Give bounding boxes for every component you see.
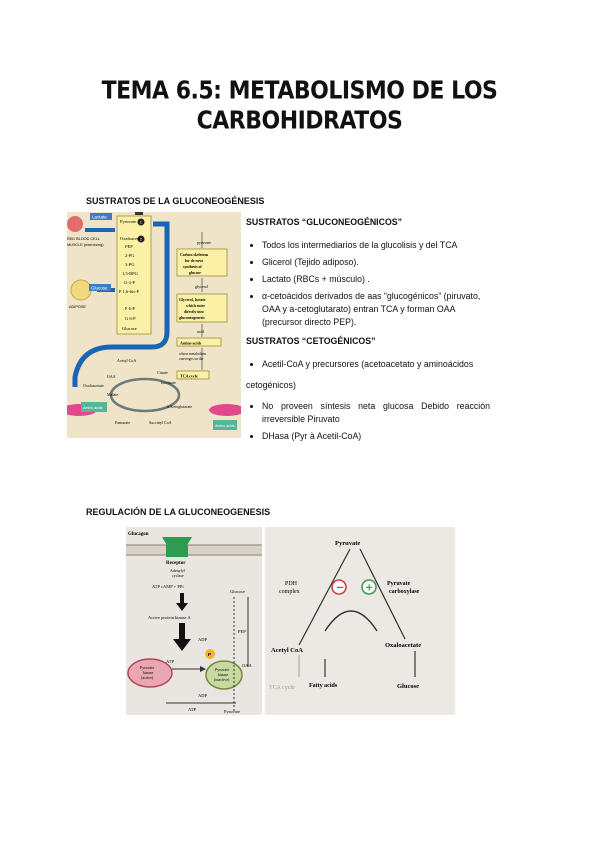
fig1-pyruvate-small: pyruvate [197,240,211,245]
fig1-succinyl: Succinyl CoA [149,420,172,425]
fig1-citrate: Citrate [157,370,168,375]
bullet-cetoacidos: α-cetoácidos derivados de aas “glucogéni… [262,290,490,329]
fig2-adenylyl-l2: cyclase [172,573,184,578]
fig1-f16bis: F 1,6-bis-P [119,289,140,295]
figure-glucagon-regulation: Glucagon Receptor Adenylyl cyclase ATP c… [126,527,262,715]
bullet-acetil-coa-cont: cetogénicos) [246,380,296,390]
bullet-glicerol: Glicerol (Tejido adiposo). [262,256,490,269]
fig1-pyruvate: Pyruvate [120,219,136,224]
page-title-line2: CARBOHIDRATOS [196,107,403,136]
fig3-plus: + [365,583,373,594]
fig2-pk-active-l2: kinase [143,670,153,675]
fig3-pyruvate: Pyruvate [335,540,360,547]
fig1-adipose: ADIPOSE [69,305,86,309]
fig1-g6p: G 6-P [125,316,136,321]
fig2-pep: PEP [238,629,246,634]
fig3-pc-l1: Pyruvate [387,581,411,587]
fig3-pdh-l2: complex [279,589,300,595]
bullet-lactato: Lactato (RBCs + músculo) . [262,273,490,286]
figure-gluconeogenic-substrates: Pyruvate Oxaloacetate PEP 2-PG 3-PG 1,3-… [67,212,241,438]
fig1-box1-l3: synthesis of [183,265,202,269]
text-column-substrates: SUSTRATOS “GLUCONEOGÉNICOS” Todos los in… [246,216,490,447]
fig1-whose-l1: whose metabolism [179,352,206,356]
page-title-line1: TEMA 6.5: METABOLISMO DE LOS [101,77,498,106]
fig2-pk-inactive-l3: (inactive) [214,677,230,682]
fig2-atp-camp: ATP cAMP + PPi [152,584,184,589]
fig1-step2: 2 [140,237,143,242]
section-heading-regulacion: REGULACIÓN DE LA GLUCONEOGENESIS [86,507,271,517]
fig3-glucose: Glucose [397,683,419,690]
fig1-glucose-badge: Glucose [91,286,108,291]
fig1-tca-cycle: TCA cycle [180,374,198,379]
fig2-glucose: Glucose [230,589,245,594]
fig3-acetyl-coa: Acetyl CoA [271,647,303,654]
fig1-glycerol: glycerol [195,284,209,289]
fig1-isocitrate: Isocitrate [161,380,176,385]
bullet-acetil-coa: Acetil-CoA y precursores (acetoacetato y… [262,358,490,371]
bullet-dhasa: DHasa (Pyr à Acetil-CoA) [262,430,490,443]
fig1-bpg: 1,3-BPG [122,271,139,277]
section-heading-sustratos: SUSTRATOS DE LA GLUCONEOGÉNESIS [86,196,265,206]
fig2-pk-inactive-l1: Pyruvate [215,667,229,672]
fig3-pc-l2: carboxylase [389,589,420,595]
fig1-g3p: G-3-P [124,280,135,285]
fig3-fatty-acids: Fatty acids [309,683,338,689]
fig1-box2-l2: which enter [186,304,205,308]
bullet-intermediarios: Todos los intermediarios de la glucolisi… [262,239,490,252]
fig1-f6p: F 6-P [125,306,135,311]
figure-pyruvate-fate: − + Pyruvate PDH complex Pyruvate carbox… [265,527,455,715]
fig2-receptor: Receptor [166,561,186,566]
fig2-p: P [208,652,211,657]
fig1-oxaloacetate-small: Oxaloacetate [83,383,104,388]
fig2-adp: ADP [198,637,207,642]
fig1-3pg: 3-PG [125,262,135,267]
fig2-pk-active-l1: Pyruvate [140,665,154,670]
fig1-oaa: OAA [107,374,116,379]
fig1-box1-l2: for de novo [185,259,203,263]
fig2-adenylyl-l1: Adenylyl [170,568,186,573]
fig1-glucose: Glucose [122,326,137,331]
sub-heading-ketogenic: SUSTRATOS “CETOGÉNICOS” [246,336,376,346]
fig3-tca: TCA cycle [269,685,295,691]
fig2-atp: ATP [166,659,174,664]
fig1-box1-l1: Carbon skeletons [180,253,209,257]
fig2-pk-active-l3: (active) [141,675,154,680]
fig1-amino-badge-right: Amino acids [215,424,235,428]
fig2-adp2: ADP [198,693,207,698]
sub-heading-gluconeogenic: SUSTRATOS “GLUCONEOGÉNICOS” [246,217,403,227]
fig2-atp2: ATP [188,707,196,712]
fig1-acid: acid [197,329,204,334]
fig1-box2-l3: directly into [184,310,204,314]
fig1-malate: Malate [107,392,118,397]
fig3-minus: − [336,583,344,594]
fig2-pk-inactive-l2: kinase [218,672,228,677]
fig1-rbc: RED BLOOD CELL [67,237,100,241]
fig1-muscle: MUSCLE (exercising) [67,243,104,247]
fig1-lactate: Lactate [92,215,107,220]
fig1-box2-l1: Glycerol, lactate [179,298,206,302]
fig2-glucagon: Glucagon [128,532,149,537]
fig1-oxaloacetate: Oxaloacetate [120,236,143,241]
fig2-oaa: OAA [242,663,252,668]
fig2-pka: Active protein kinase A [148,615,191,620]
fig1-box1-l4: glucose [189,271,201,275]
fig2-pyruvate: Pyruvate [224,709,240,714]
fig1-amino-badge-left: Amino acids [83,406,103,410]
fig3-pdh-l1: PDH [285,581,298,587]
fig1-step1: 1 [140,220,143,225]
fig1-amino-acids: Amino acids [180,341,202,346]
bullet-no-proveen: No proveen síntesis neta glucosa Debido … [262,400,490,426]
fig1-box2-l4: gluconeogenesis [179,316,205,320]
fig1-whose-l2: converges on the [179,357,204,361]
fig3-oxaloacetate: Oxaloacetate [385,642,421,649]
fig1-fumarate: Fumarate [115,420,130,425]
fig1-pep: PEP [125,244,133,249]
fig1-alpha-kg: α-Ketoglutarate [167,404,192,409]
fig1-2pg: 2-PG [125,253,135,258]
fig1-acetyl-coa: Acetyl CoA [117,358,136,363]
